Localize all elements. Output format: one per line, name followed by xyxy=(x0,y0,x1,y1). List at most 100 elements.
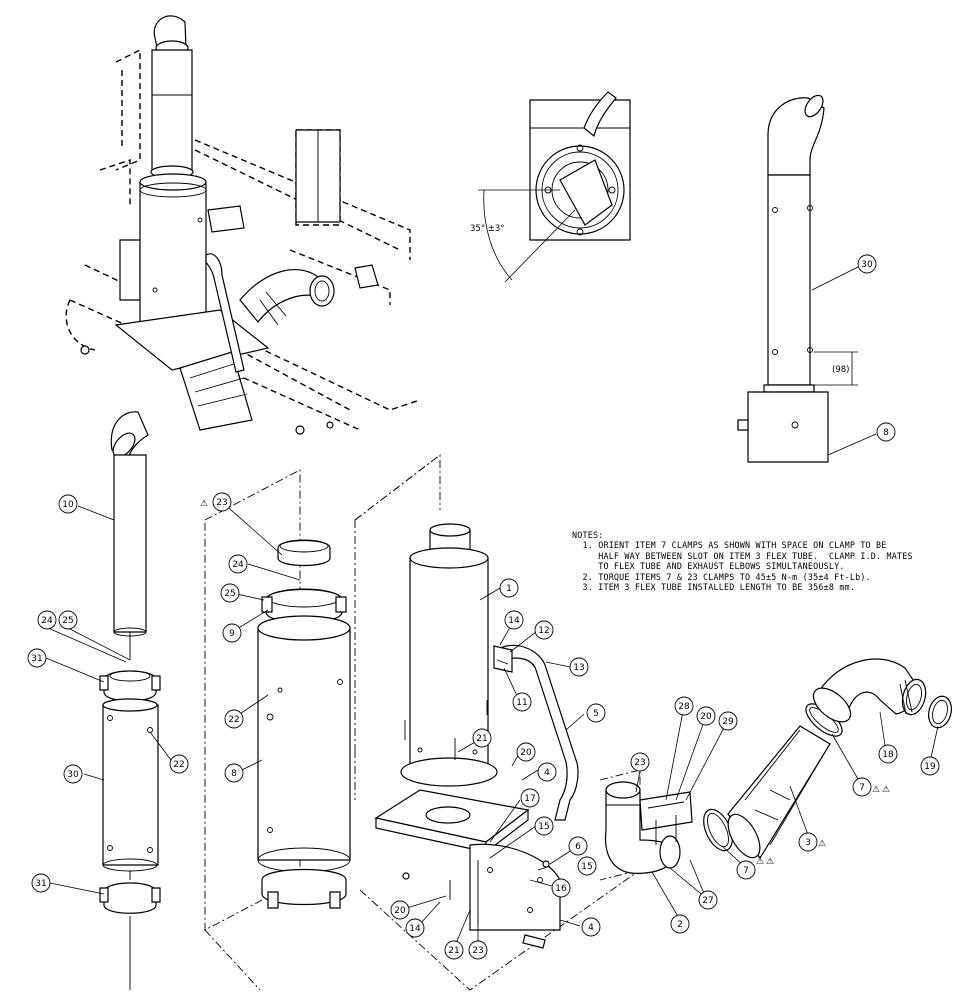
warning-triangle-icon: ⚠ xyxy=(818,839,826,849)
callout-bubble: 24 xyxy=(37,610,57,630)
callout-bubble: 15 xyxy=(534,816,554,836)
svg-text:30: 30 xyxy=(861,260,873,270)
callout-bubble: 20 xyxy=(390,900,410,920)
svg-text:19: 19 xyxy=(924,762,936,772)
svg-text:15: 15 xyxy=(581,862,592,872)
callout-bubble: 27 xyxy=(698,890,718,910)
callout-bubble: 12 xyxy=(534,620,554,640)
callout-bubble: 10 xyxy=(58,494,78,514)
exploded-stack-view xyxy=(99,411,161,990)
svg-text:8: 8 xyxy=(231,769,237,779)
svg-text:23: 23 xyxy=(216,498,227,508)
callout-bubble: 25 xyxy=(58,610,78,630)
callout-bubble: 20 xyxy=(696,706,716,726)
svg-text:3: 3 xyxy=(805,838,811,848)
warning-triangle-icon: ⚠ xyxy=(200,499,208,509)
svg-text:24: 24 xyxy=(41,616,53,626)
note-line: 2. TORQUE ITEMS 7 & 23 CLAMPS TO 45±5 N-… xyxy=(572,571,871,582)
callout-bubble: 7 xyxy=(736,860,756,880)
callout-bubble: 11 xyxy=(512,692,532,712)
note-line: 1. ORIENT ITEM 7 CLAMPS AS SHOWN WITH SP… xyxy=(572,540,887,551)
callout-bubble: 31 xyxy=(31,873,51,893)
callout-bubble: 6 xyxy=(568,836,588,856)
svg-text:25: 25 xyxy=(62,616,73,626)
svg-text:20: 20 xyxy=(700,712,712,722)
callout-bubble: 30 xyxy=(63,764,83,784)
svg-text:31: 31 xyxy=(35,879,46,889)
notes-header: NOTES: xyxy=(572,530,604,540)
callout-bubble: 28 xyxy=(674,696,694,716)
note-line: HALF WAY BETWEEN SLOT ON ITEM 3 FLEX TUB… xyxy=(572,550,913,561)
svg-text:31: 31 xyxy=(31,654,42,664)
callout-bubble: 14 xyxy=(504,610,524,630)
svg-text:27: 27 xyxy=(702,896,713,906)
note-line: 3. ITEM 3 FLEX TUBE INSTALLED LENGTH TO … xyxy=(572,582,856,593)
svg-text:22: 22 xyxy=(173,760,184,770)
callout-bubble: 23 xyxy=(630,752,650,772)
warning-markers: ⚠ ⚠ ⚠ ⚠ ⚠ ⚠ xyxy=(200,499,890,867)
callout-bubble: 19 xyxy=(920,756,940,776)
callout-bubble: 17 xyxy=(520,788,540,808)
callout-bubble: 22 xyxy=(169,754,189,774)
svg-text:18: 18 xyxy=(882,750,894,760)
svg-text:12: 12 xyxy=(538,626,549,636)
svg-text:20: 20 xyxy=(520,748,532,758)
callout-bubble: 8 xyxy=(224,763,244,783)
callout-bubble: 21 xyxy=(472,728,492,748)
callout-bubble: 4 xyxy=(537,762,557,782)
callout-bubble: 16 xyxy=(551,878,571,898)
svg-text:25: 25 xyxy=(224,589,235,599)
callout-bubble: 3 xyxy=(798,832,818,852)
callout-bubble: 20 xyxy=(516,742,536,762)
callout-bubble: 2 xyxy=(670,914,690,934)
stack-side-view: (98) xyxy=(737,94,858,463)
warning-triangle-icon: ⚠ xyxy=(872,785,880,795)
callout-bubble: 9 xyxy=(222,623,242,643)
warning-triangle-icon: ⚠ xyxy=(882,785,890,795)
callout-bubble: 18 xyxy=(878,744,898,764)
assembly-notes: NOTES: 1. ORIENT ITEM 7 CLAMPS AS SHOWN … xyxy=(572,530,962,592)
note-line: TO FLEX TUBE AND EXHAUST ELBOWS SIMULTAN… xyxy=(572,561,845,572)
exploded-muffler-view xyxy=(354,454,641,991)
svg-text:20: 20 xyxy=(394,906,406,916)
svg-text:23: 23 xyxy=(472,946,483,956)
svg-text:5: 5 xyxy=(593,709,599,719)
callout-bubble: 7 xyxy=(852,777,872,797)
clamp-orientation-detail: 35° ±3° xyxy=(470,91,631,283)
callout-bubble: 29 xyxy=(718,711,738,731)
callout-bubble: 25 xyxy=(220,583,240,603)
callout-bubble: 31 xyxy=(27,648,47,668)
svg-text:14: 14 xyxy=(409,924,421,934)
callout-bubble: 22 xyxy=(224,709,244,729)
callout-bubble: 15 xyxy=(577,856,597,876)
svg-text:21: 21 xyxy=(448,946,459,956)
svg-text:24: 24 xyxy=(232,560,244,570)
angle-dimension-label: 35° ±3° xyxy=(470,224,505,234)
svg-text:7: 7 xyxy=(859,783,865,793)
callout-bubble: 5 xyxy=(586,703,606,723)
svg-text:30: 30 xyxy=(67,770,79,780)
svg-text:21: 21 xyxy=(476,734,487,744)
callout-bubble: 23 xyxy=(468,940,488,960)
exploded-flex-tube-view xyxy=(604,658,953,874)
svg-text:1: 1 xyxy=(506,584,512,594)
svg-text:13: 13 xyxy=(573,663,584,673)
svg-text:22: 22 xyxy=(228,715,239,725)
callout-bubble: 21 xyxy=(444,940,464,960)
svg-text:6: 6 xyxy=(575,842,581,852)
svg-text:8: 8 xyxy=(883,428,889,438)
svg-text:17: 17 xyxy=(524,794,535,804)
callout-bubbles: 30 8 10 23 24 25 9 22 8 24 25 31 22 30 3… xyxy=(27,254,940,960)
callout-bubble: 8 xyxy=(876,422,896,442)
callout-bubble: 14 xyxy=(405,918,425,938)
svg-text:7: 7 xyxy=(743,866,749,876)
svg-text:10: 10 xyxy=(62,500,74,510)
svg-text:11: 11 xyxy=(516,698,527,708)
svg-text:4: 4 xyxy=(588,923,594,933)
callout-bubble: 23 xyxy=(212,492,232,512)
callout-bubble: 30 xyxy=(857,254,877,274)
svg-text:9: 9 xyxy=(229,629,235,639)
length-dimension-label: (98) xyxy=(832,365,849,375)
svg-text:2: 2 xyxy=(677,920,683,930)
